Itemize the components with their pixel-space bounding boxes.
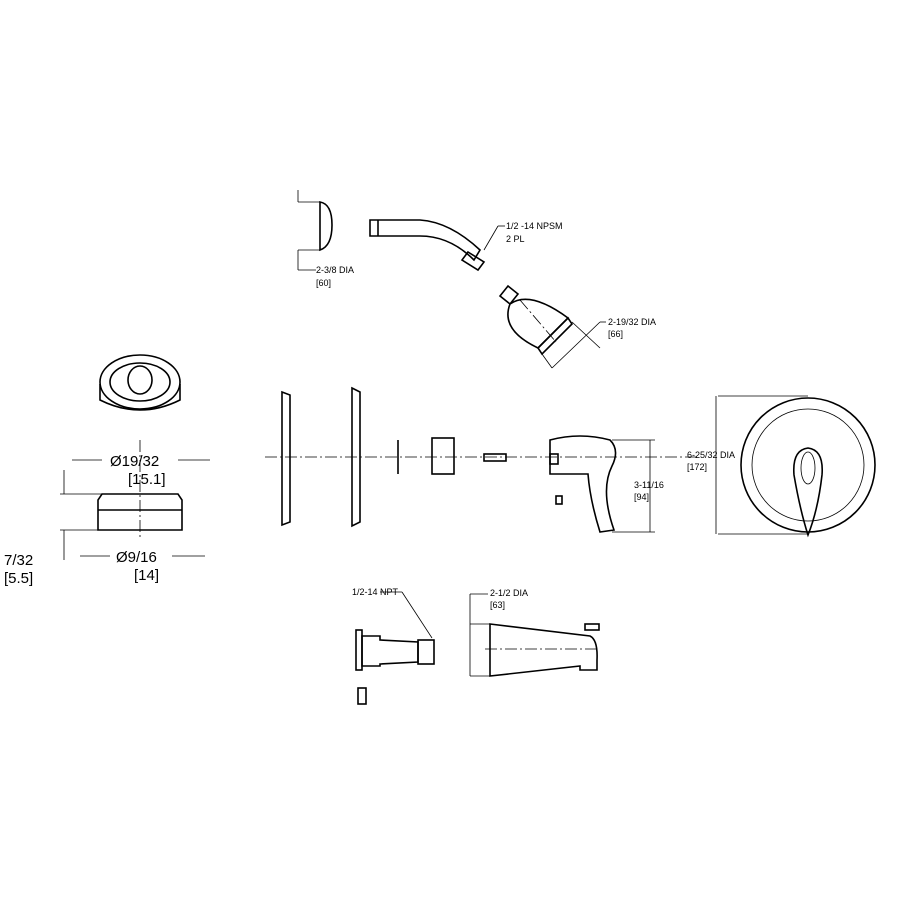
sleeve [431, 437, 455, 475]
shower-head: 2-19/32 DIA [66] [498, 284, 656, 369]
shower-arm: 1/2 -14 NPSM 2 PL [369, 219, 563, 272]
spout-nipple: 1/2-14 NPT [352, 587, 435, 705]
set-screw [357, 687, 367, 705]
escutcheon-dia-label: 2-3/8 DIA [316, 265, 354, 275]
handle-height-label: 3-11/16 [634, 480, 664, 490]
arm-thread-label: 1/2 -14 NPSM [506, 221, 563, 231]
trim-plate-front: 6-25/32 DIA [172] [687, 395, 876, 538]
insert-height-mm-label: [5.5] [4, 570, 33, 587]
adapter-screw [483, 453, 507, 462]
insert-bottom-dia-mm-label: [14] [134, 567, 159, 584]
head-dia-label: 2-19/32 DIA [608, 317, 656, 327]
shower-arm-flange: 2-3/8 DIA [60] [297, 190, 354, 288]
lever-handle-side: 3-11/16 [94] [549, 435, 664, 533]
insert-top-dia-label: Ø19/32 [110, 453, 159, 470]
escutcheon-plate-back [281, 390, 291, 527]
escutcheon-dia-mm-label: [60] [316, 278, 331, 288]
arm-thread-qty-label: 2 PL [506, 234, 525, 244]
trim-dia-mm-label: [172] [687, 462, 707, 472]
escutcheon-plate-front [351, 386, 361, 528]
spout-dia-label: 2-1/2 DIA [490, 588, 528, 598]
spout-dia-mm-label: [63] [490, 600, 505, 610]
spout-thread-label: 1/2-14 NPT [352, 587, 399, 597]
handle-height-mm-label: [94] [634, 492, 649, 502]
insert-top-dia-mm-label: [15.1] [128, 471, 166, 488]
insert-height-label: 7/32 [4, 552, 33, 569]
cartridge-insert: Ø19/32 [15.1] 7/32 [5.5] Ø9/16 [14] [4, 354, 210, 587]
head-dia-mm-label: [66] [608, 329, 623, 339]
insert-bottom-dia-label: Ø9/16 [116, 549, 157, 566]
tub-spout: 2-1/2 DIA [63] [469, 588, 600, 677]
trim-dia-label: 6-25/32 DIA [687, 450, 735, 460]
